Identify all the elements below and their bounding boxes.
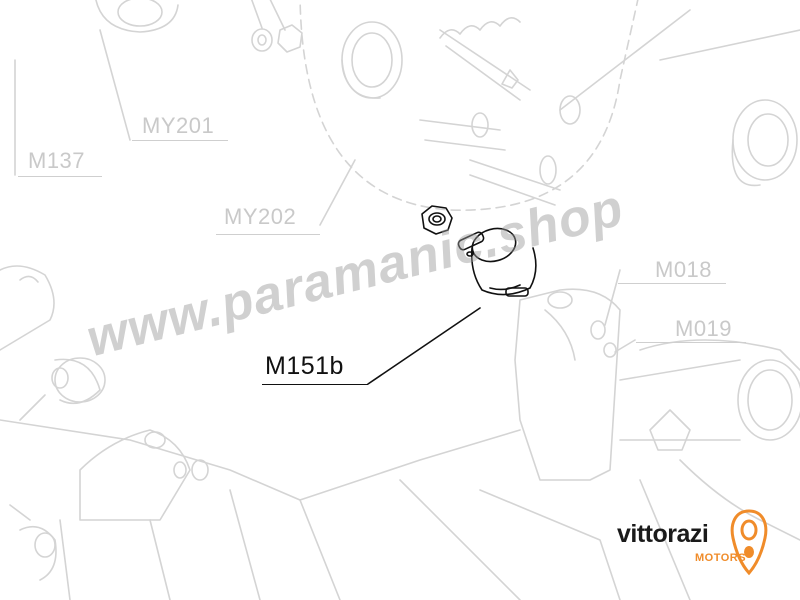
underline-m019 [636,342,746,343]
crankcase-outline [299,0,639,211]
underline-m151b [262,384,368,385]
leader-line-m151b [367,307,481,385]
part-label-my201: MY201 [142,113,215,138]
flange-part-top-left [95,0,179,33]
part-label-m018: M018 [655,257,713,282]
exhaust-pipe [639,339,800,371]
brand-name: vittorazi [617,520,709,548]
frame-left [0,265,55,351]
nut-icon [421,205,453,235]
underline-m137 [18,176,102,177]
springs-group [419,17,581,206]
underline-my202 [216,234,320,235]
part-label-m151b: M151b [265,352,344,380]
part-label-m137: M137 [28,148,86,173]
rubber-mount-icon [457,227,537,297]
part-label-m019: M019 [675,316,733,341]
brand-subtitle: MOTORS [695,552,747,564]
part-label-my202: MY202 [224,204,297,229]
underline-my201 [132,140,228,141]
vittorazi-logo-icon [730,509,768,576]
bracket-center [514,288,621,481]
underline-m018 [618,283,726,284]
brand-logo: vittorazi MOTORS [617,508,787,588]
